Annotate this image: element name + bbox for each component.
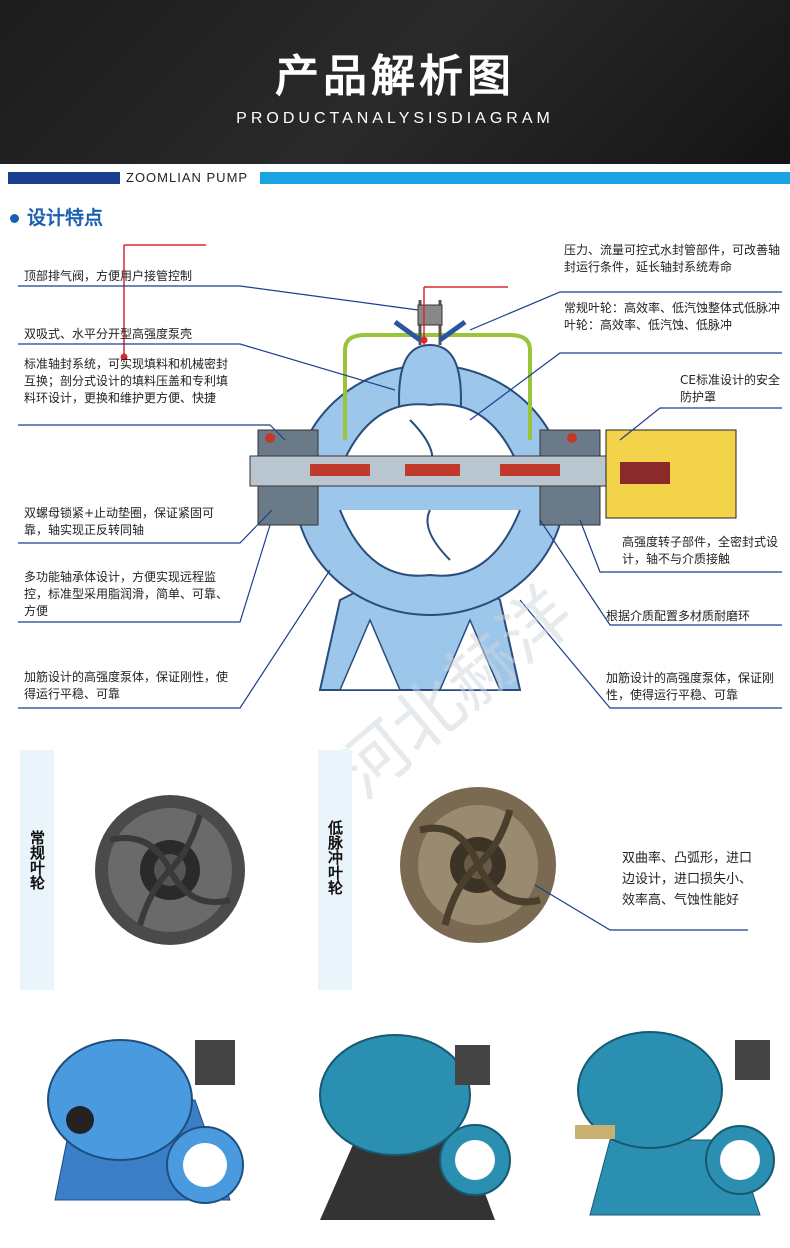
callout-impeller-types: 常规叶轮：高效率、低汽蚀整体式低脉冲叶轮：高效率、低汽蚀、低脉冲 — [564, 301, 781, 332]
callout-bearing-body: 多功能轴承体设计，方便实现远程监控，标准型采用脂润滑，简单、可靠、方便 — [24, 570, 229, 618]
callout-safety-guard: CE标准设计的安全防护罩 — [680, 373, 780, 404]
pump-model-2-icon — [319, 1034, 511, 1220]
section-title-text: 设计特点 — [27, 207, 104, 229]
callout-double-nut: 双螺母锁紧+止动垫圈，保证紧固可靠，轴实现正反转同轴 — [24, 506, 215, 537]
brand-bar: ZOOMLIAN PUMP — [8, 170, 790, 185]
brand-bar-left — [8, 172, 120, 184]
callout-top-vent-valve: 顶部排气阀，方便用户接管控制 — [24, 269, 193, 283]
header-banner: 产品解析图 PRODUCTANALYSISDIAGRAM — [0, 0, 790, 164]
callout-split-casing: 双吸式、水平分开型高强度泵壳 — [24, 327, 193, 341]
brand-bar-right — [260, 172, 790, 184]
callout-rotor: 高强度转子部件，全密封式设计，轴不与介质接触 — [622, 535, 779, 566]
callout-water-seal: 压力、流量可控式水封管部件，可改善轴封运行条件，延长轴封系统寿命 — [564, 243, 781, 274]
red-markers — [120, 244, 508, 361]
callout-wear-ring: 根据介质配置多材质耐磨环 — [606, 609, 751, 623]
impeller-note-leader — [534, 884, 748, 931]
impeller-lowpulse-label: 低脉冲叶轮 — [313, 820, 357, 900]
impeller-normal-label: 常规叶轮 — [15, 830, 59, 895]
pump-model-3-icon — [575, 1031, 775, 1216]
bullet-icon — [10, 214, 19, 223]
impeller-note: 双曲率、凸弧形，进口边设计，进口损失小、效率高、气蚀性能好 — [622, 851, 753, 908]
impeller-label-band-left — [20, 750, 54, 990]
impeller-label-band-right — [318, 750, 352, 990]
callout-leaders — [18, 285, 782, 709]
callout-shaft-seal: 标准轴封系统，可实现填料和机械密封互换；剖分式设计的填料压盖和专利填料环设计，更… — [24, 357, 229, 405]
callout-ribbed-body-left: 加筋设计的高强度泵体，保证刚性，使得运行平稳、可靠 — [24, 670, 229, 701]
impeller-lowpulse-icon — [400, 787, 556, 943]
impeller-normal-icon — [95, 795, 245, 945]
page-title: 产品解析图 — [275, 51, 515, 102]
impeller-lowpulse-label-text: 低脉冲叶轮 — [326, 820, 344, 895]
pump-model-1-icon — [47, 1039, 244, 1204]
impeller-normal-label-text: 常规叶轮 — [28, 830, 46, 890]
page-subtitle: PRODUCTANALYSISDIAGRAM — [236, 110, 554, 127]
section-title: 设计特点 — [10, 203, 103, 230]
pump-cross-section — [249, 300, 737, 691]
callout-ribbed-body-right: 加筋设计的高强度泵体，保证刚性，使得运行平稳、可靠 — [606, 671, 775, 702]
brand-text: ZOOMLIAN PUMP — [126, 170, 249, 185]
